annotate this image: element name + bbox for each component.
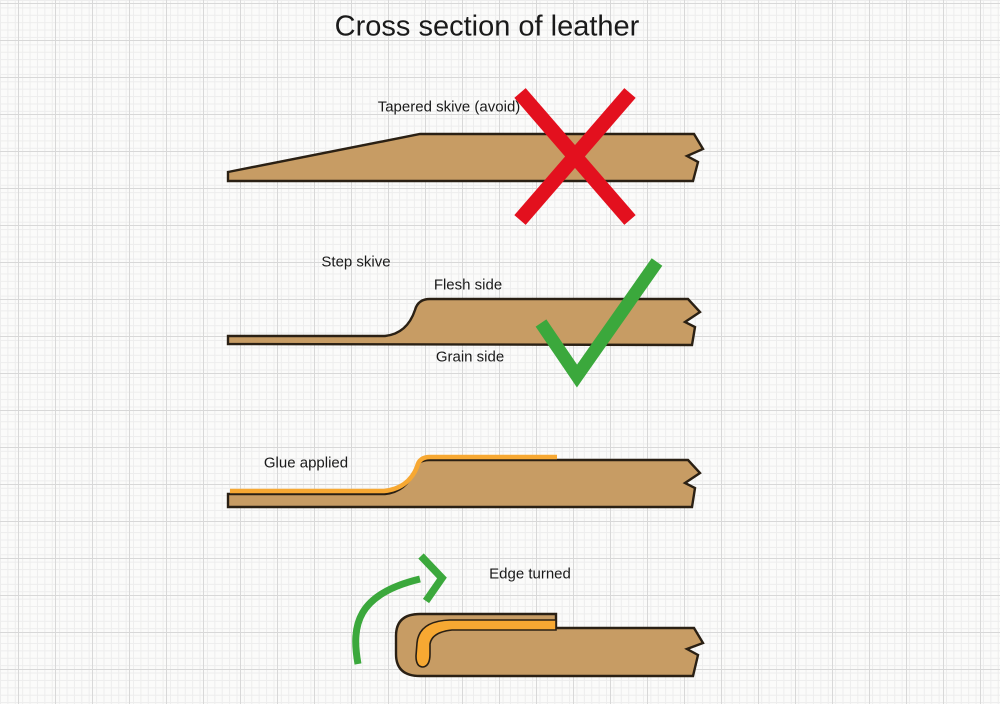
tapered-skive-shape	[226, 132, 705, 183]
turned-edge-glue	[415, 619, 557, 668]
tapered-skive-label: Tapered skive (avoid)	[377, 98, 521, 116]
step-skive-label: Step skive	[321, 253, 391, 271]
grain-side-label: Grain side	[435, 348, 505, 366]
avoid-cross-icon	[514, 88, 636, 225]
page-title: Cross section of leather	[334, 10, 640, 43]
approve-check-icon	[535, 258, 663, 388]
fold-direction-arrow-icon	[352, 553, 447, 665]
flesh-side-label: Flesh side	[433, 276, 503, 294]
glue-line	[230, 454, 557, 494]
edge-turned-label: Edge turned	[489, 565, 571, 583]
glue-applied-label: Glue applied	[263, 454, 349, 472]
step-skive-shape	[226, 297, 702, 347]
